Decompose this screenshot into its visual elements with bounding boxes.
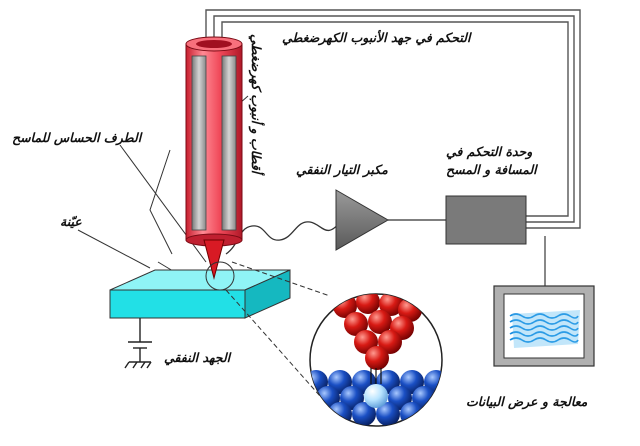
tip-atoms — [333, 294, 422, 370]
label-control-unit-line1: وحدة التحكم في — [446, 144, 533, 159]
label-scanning-tip: الطرف الحساس للماسح — [12, 130, 142, 145]
distance-scan-control-unit — [445, 195, 527, 245]
sample-slab — [109, 269, 291, 319]
label-data-processing-display: معالجة و عرض البيانات — [466, 394, 588, 409]
scanning-tip — [203, 239, 225, 280]
tip-signal-wire — [225, 221, 341, 255]
zoom-lines — [225, 261, 331, 397]
tunnel-voltage-source — [124, 318, 152, 369]
label-control-unit-line2: المسافة و المسح — [446, 162, 537, 177]
piezo-control-wires — [205, 9, 581, 229]
scan-image — [509, 313, 579, 343]
atomic-zoom-inset — [309, 293, 443, 427]
label-piezo-voltage-control: التحكم في جهد الأنبوب الكهرضغطي — [282, 30, 471, 45]
label-piezo-tube-electrodes: أقطاب و أنبوب كهرضغطي — [249, 34, 264, 174]
tunnel-current-amplifier — [335, 189, 390, 251]
piezo-electrodes — [191, 55, 237, 231]
label-tunnel-voltage: الجهد النفقي — [164, 350, 231, 365]
data-display-monitor — [493, 285, 595, 367]
tunnel-gap — [370, 368, 382, 384]
zoom-indicator — [205, 261, 235, 291]
label-tunnel-current-amplifier: مكبر التيار النفقي — [296, 162, 388, 177]
label-sample: عيّنة — [60, 214, 82, 229]
